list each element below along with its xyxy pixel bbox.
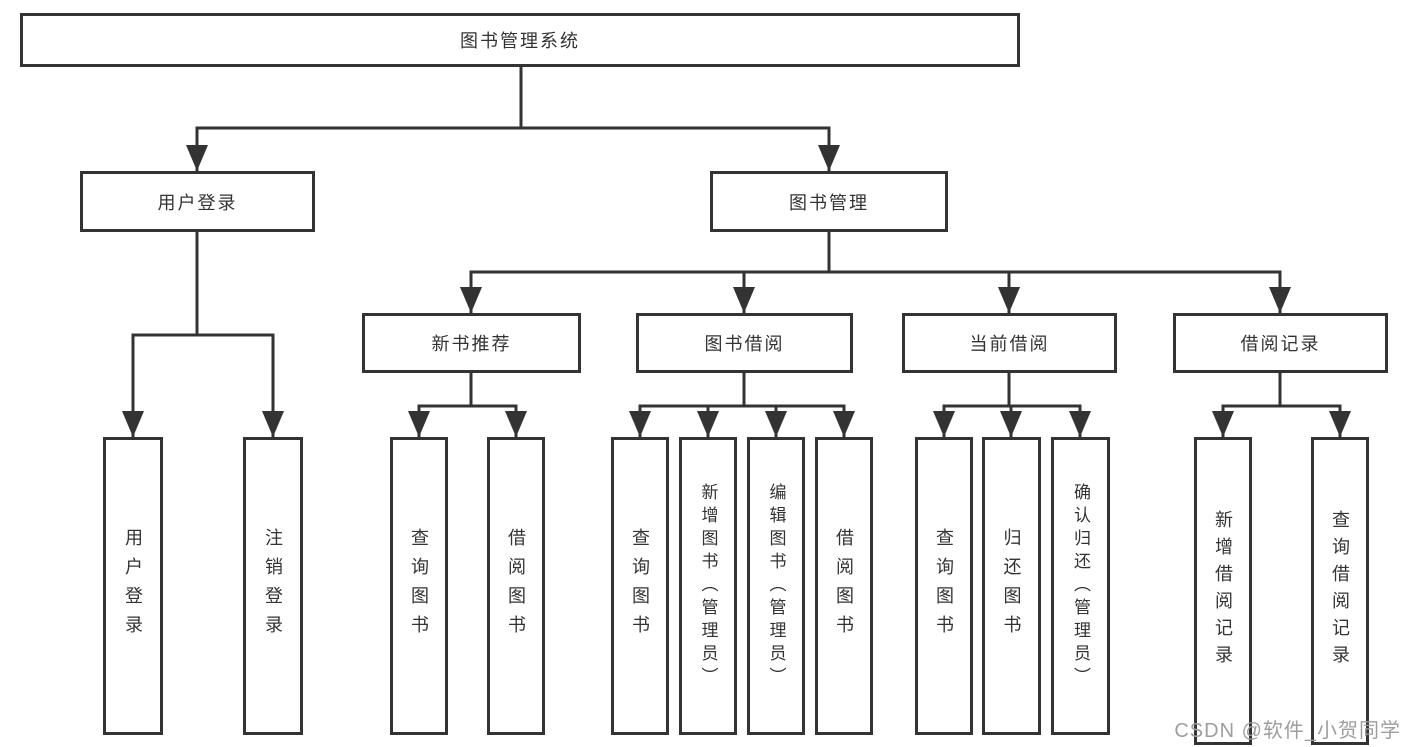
- leaf-bb-query-books: 查询图书: [611, 437, 669, 735]
- node-book-borrow-label: 图书借阅: [704, 334, 785, 354]
- node-borrow-records-label: 借阅记录: [1240, 334, 1321, 354]
- node-book-management-label: 图书管理: [789, 192, 869, 213]
- leaf-bb-add-books-admin: 新增图书（管理员）: [679, 437, 737, 735]
- leaf-logout: 注销登录: [243, 437, 303, 735]
- leaf-cb-confirm-return-admin: 确认归还（管理员）: [1051, 437, 1110, 735]
- node-user-login: 用户登录: [80, 171, 315, 232]
- leaf-br-query-record: 查询借阅记录: [1311, 437, 1369, 745]
- leaf-cb-return-books: 归还图书: [982, 437, 1041, 735]
- leaf-bb-add-books-admin-label: 新增图书（管理员）: [698, 482, 718, 690]
- leaf-cb-query-books-label: 查询图书: [934, 528, 954, 644]
- leaf-bb-edit-books-admin: 编辑图书（管理员）: [747, 437, 805, 735]
- leaf-br-add-record-label: 新增借阅记录: [1213, 510, 1233, 672]
- leaf-cb-return-books-label: 归还图书: [1001, 528, 1022, 644]
- node-root-label: 图书管理系统: [460, 31, 580, 51]
- leaf-cb-query-books: 查询图书: [915, 437, 973, 735]
- node-root: 图书管理系统: [20, 13, 1020, 67]
- node-user-login-label: 用户登录: [157, 192, 238, 213]
- node-current-borrow-label: 当前借阅: [969, 334, 1050, 354]
- leaf-rec-query-books: 查询图书: [390, 437, 448, 735]
- node-new-book-recommend-label: 新书推荐: [431, 334, 512, 354]
- leaf-br-query-record-label: 查询借阅记录: [1330, 510, 1350, 672]
- leaf-rec-borrow-books-label: 借阅图书: [506, 528, 526, 644]
- leaf-user-login: 用户登录: [103, 437, 163, 735]
- node-borrow-records: 借阅记录: [1173, 313, 1388, 373]
- leaf-bb-borrow-books-label: 借阅图书: [834, 528, 854, 644]
- watermark-csdn: CSDN @软件_小贺同学: [1174, 720, 1401, 742]
- leaf-cb-confirm-return-admin-label: 确认归还（管理员）: [1071, 482, 1090, 690]
- leaf-user-login-label: 用户登录: [123, 528, 143, 644]
- leaf-rec-borrow-books: 借阅图书: [487, 437, 545, 735]
- node-book-borrow: 图书借阅: [636, 313, 853, 373]
- leaf-logout-label: 注销登录: [263, 528, 283, 644]
- leaf-rec-query-books-label: 查询图书: [409, 528, 429, 644]
- node-current-borrow: 当前借阅: [902, 313, 1117, 373]
- leaf-br-add-record: 新增借阅记录: [1194, 437, 1252, 745]
- leaf-bb-borrow-books: 借阅图书: [815, 437, 873, 735]
- node-new-book-recommend: 新书推荐: [362, 313, 581, 373]
- leaf-bb-query-books-label: 查询图书: [630, 528, 650, 644]
- node-book-management: 图书管理: [710, 171, 948, 232]
- leaf-bb-edit-books-admin-label: 编辑图书（管理员）: [766, 482, 786, 690]
